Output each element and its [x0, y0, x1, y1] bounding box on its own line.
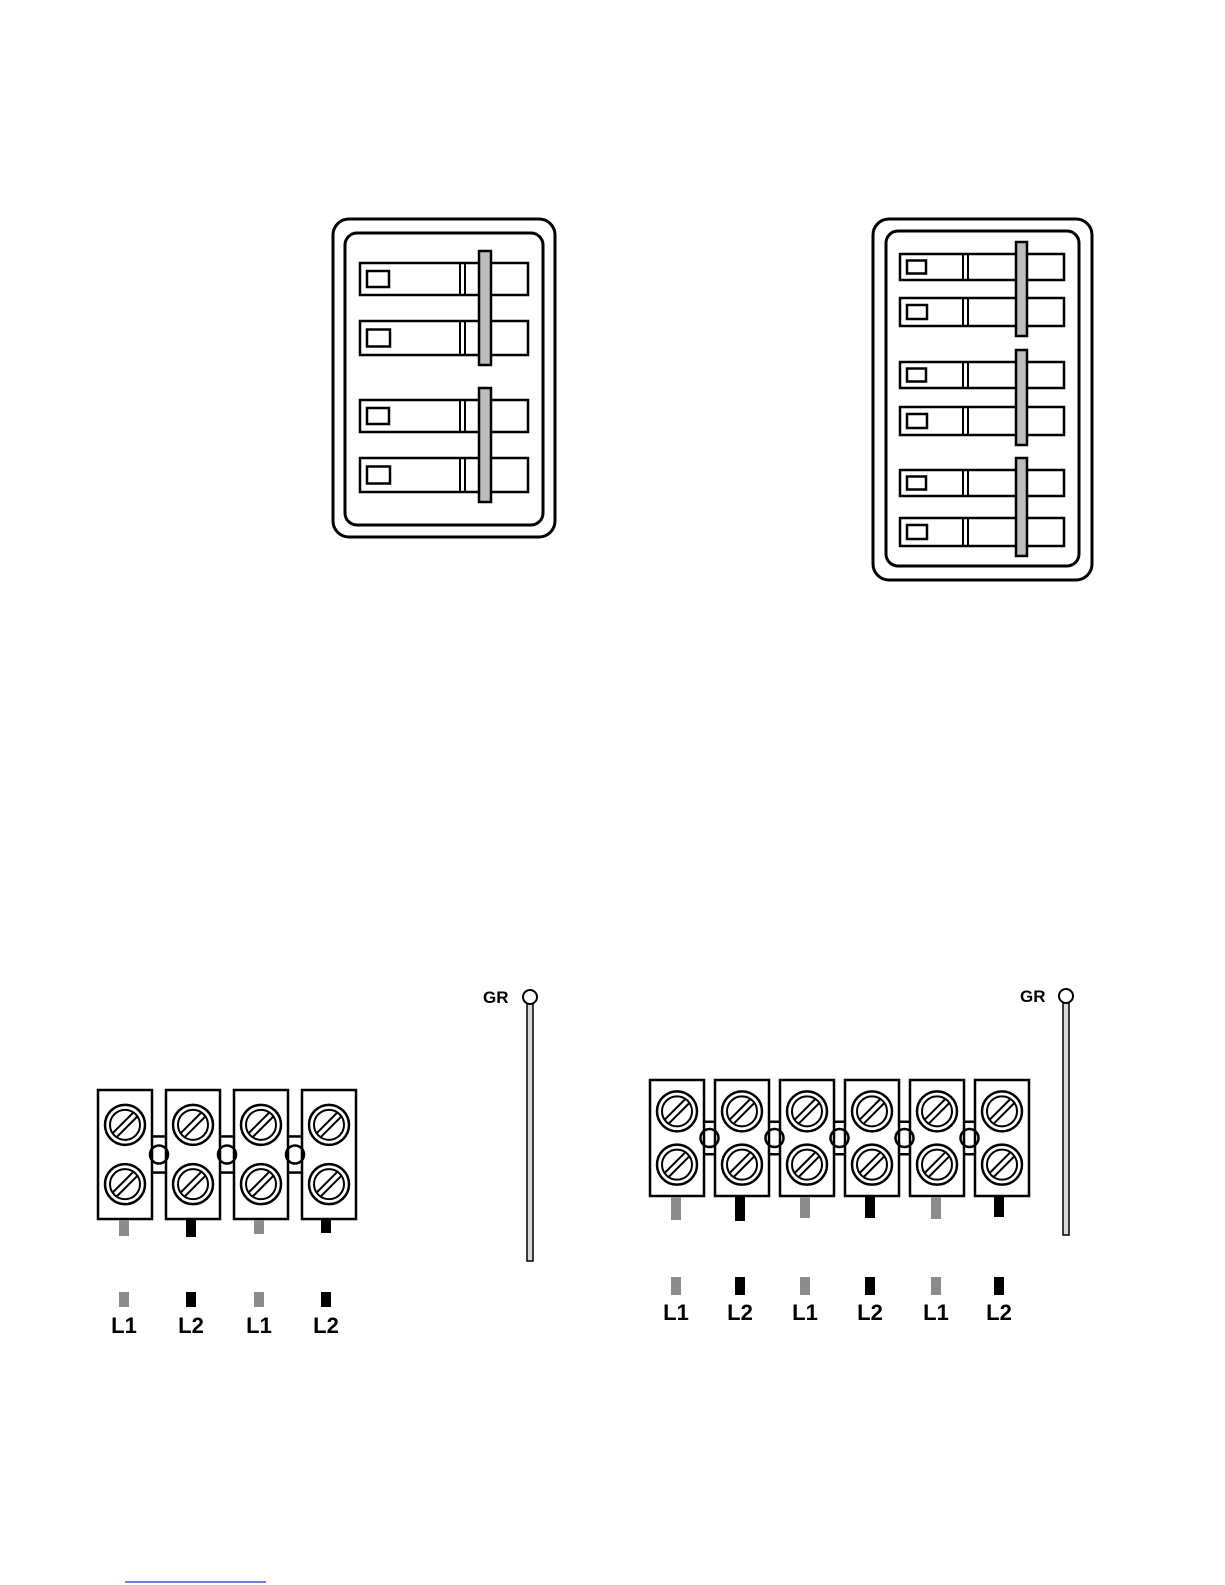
terminal-label: L1 — [923, 1300, 949, 1325]
screw-head — [857, 1150, 887, 1180]
terminal-label: L1 — [792, 1300, 818, 1325]
terminal: L2 — [302, 1090, 356, 1338]
wire-l2 — [994, 1197, 1004, 1217]
handle-tie-bar — [1016, 242, 1027, 336]
switch-indicator — [367, 408, 389, 424]
screw-head — [110, 1169, 140, 1199]
wire-l1 — [800, 1197, 810, 1218]
terminal: L2 — [715, 1080, 769, 1325]
terminal: L1 — [98, 1090, 152, 1338]
switch-indicator — [907, 305, 927, 319]
screw-head — [178, 1169, 208, 1199]
terminal: L2 — [166, 1090, 220, 1338]
screw-head — [857, 1096, 887, 1126]
terminal-label: L1 — [663, 1300, 689, 1325]
switch-indicator — [907, 369, 926, 382]
switch-indicator — [907, 525, 927, 539]
wire-l2 — [865, 1197, 875, 1218]
screw-head — [246, 1169, 276, 1199]
switch-indicator — [907, 477, 926, 490]
terminal-label: L2 — [986, 1300, 1012, 1325]
screw-head — [922, 1096, 952, 1126]
terminal: L1 — [650, 1080, 704, 1325]
screw-head — [792, 1096, 822, 1126]
legend-swatch-l2 — [994, 1277, 1004, 1295]
terminal-label: L2 — [313, 1313, 339, 1338]
legend-swatch-l2 — [735, 1277, 745, 1295]
terminal-label: L2 — [178, 1313, 204, 1338]
screw-head — [246, 1110, 276, 1140]
four-terminal-block: L1 L2 L1 L2 GR — [98, 988, 537, 1338]
screw-head — [314, 1169, 344, 1199]
wire-l1 — [931, 1197, 941, 1219]
legend-swatch-l1 — [254, 1292, 264, 1307]
ground-wire — [527, 1004, 533, 1261]
ground-ring — [523, 990, 537, 1004]
terminal-label: L2 — [727, 1300, 753, 1325]
screw-head — [178, 1110, 208, 1140]
breaker — [900, 458, 1064, 556]
ground-lead: GR — [483, 988, 537, 1261]
terminal: L1 — [910, 1080, 964, 1325]
switch-indicator — [367, 467, 390, 484]
six-terminal-block: L1 L2 L1 L2 L1 L2 GR — [650, 987, 1073, 1325]
wire-l1 — [254, 1220, 264, 1234]
handle-tie-bar — [1016, 458, 1027, 556]
switch-indicator — [907, 414, 927, 428]
screw-head — [987, 1096, 1017, 1126]
terminal: L1 — [780, 1080, 834, 1325]
wire-l2 — [186, 1220, 196, 1237]
ground-label: GR — [483, 988, 509, 1007]
ground-label: GR — [1020, 987, 1046, 1006]
terminal-label: L1 — [111, 1313, 137, 1338]
screw-head — [314, 1110, 344, 1140]
switch-indicator — [367, 271, 389, 287]
screw-head — [662, 1150, 692, 1180]
breaker — [360, 251, 528, 365]
legend-swatch-l1 — [931, 1277, 941, 1295]
legend-swatch-l1 — [119, 1292, 129, 1307]
terminal-label: L2 — [857, 1300, 883, 1325]
wire-l1 — [671, 1197, 681, 1220]
terminal: L2 — [975, 1080, 1029, 1325]
breaker — [360, 388, 528, 502]
handle-tie-bar — [479, 251, 491, 365]
legend-swatch-l2 — [865, 1277, 875, 1295]
screw-head — [727, 1150, 757, 1180]
terminal-label: L1 — [246, 1313, 272, 1338]
legend-swatch-l2 — [321, 1292, 331, 1307]
legend-swatch-l1 — [800, 1277, 810, 1295]
terminal: L1 — [234, 1090, 288, 1338]
terminal: L2 — [845, 1080, 899, 1325]
screw-head — [727, 1096, 757, 1126]
switch-indicator — [367, 330, 390, 347]
legend-swatch-l2 — [186, 1292, 196, 1307]
screw-head — [987, 1150, 1017, 1180]
screw-head — [792, 1150, 822, 1180]
wire-l2 — [321, 1220, 331, 1233]
screw-head — [110, 1110, 140, 1140]
legend-swatch-l1 — [671, 1277, 681, 1295]
screw-head — [922, 1150, 952, 1180]
wire-l2 — [735, 1197, 745, 1221]
handle-tie-bar — [479, 388, 491, 502]
breaker — [900, 242, 1064, 336]
ground-ring — [1059, 989, 1073, 1003]
handle-tie-bar — [1016, 350, 1027, 445]
three-pair-breaker-panel — [873, 219, 1092, 580]
breaker — [900, 350, 1064, 445]
two-pole-breaker-panel — [333, 219, 555, 537]
ground-wire — [1063, 1003, 1069, 1235]
switch-indicator — [907, 261, 926, 274]
wire-l1 — [119, 1220, 129, 1236]
screw-head — [662, 1096, 692, 1126]
